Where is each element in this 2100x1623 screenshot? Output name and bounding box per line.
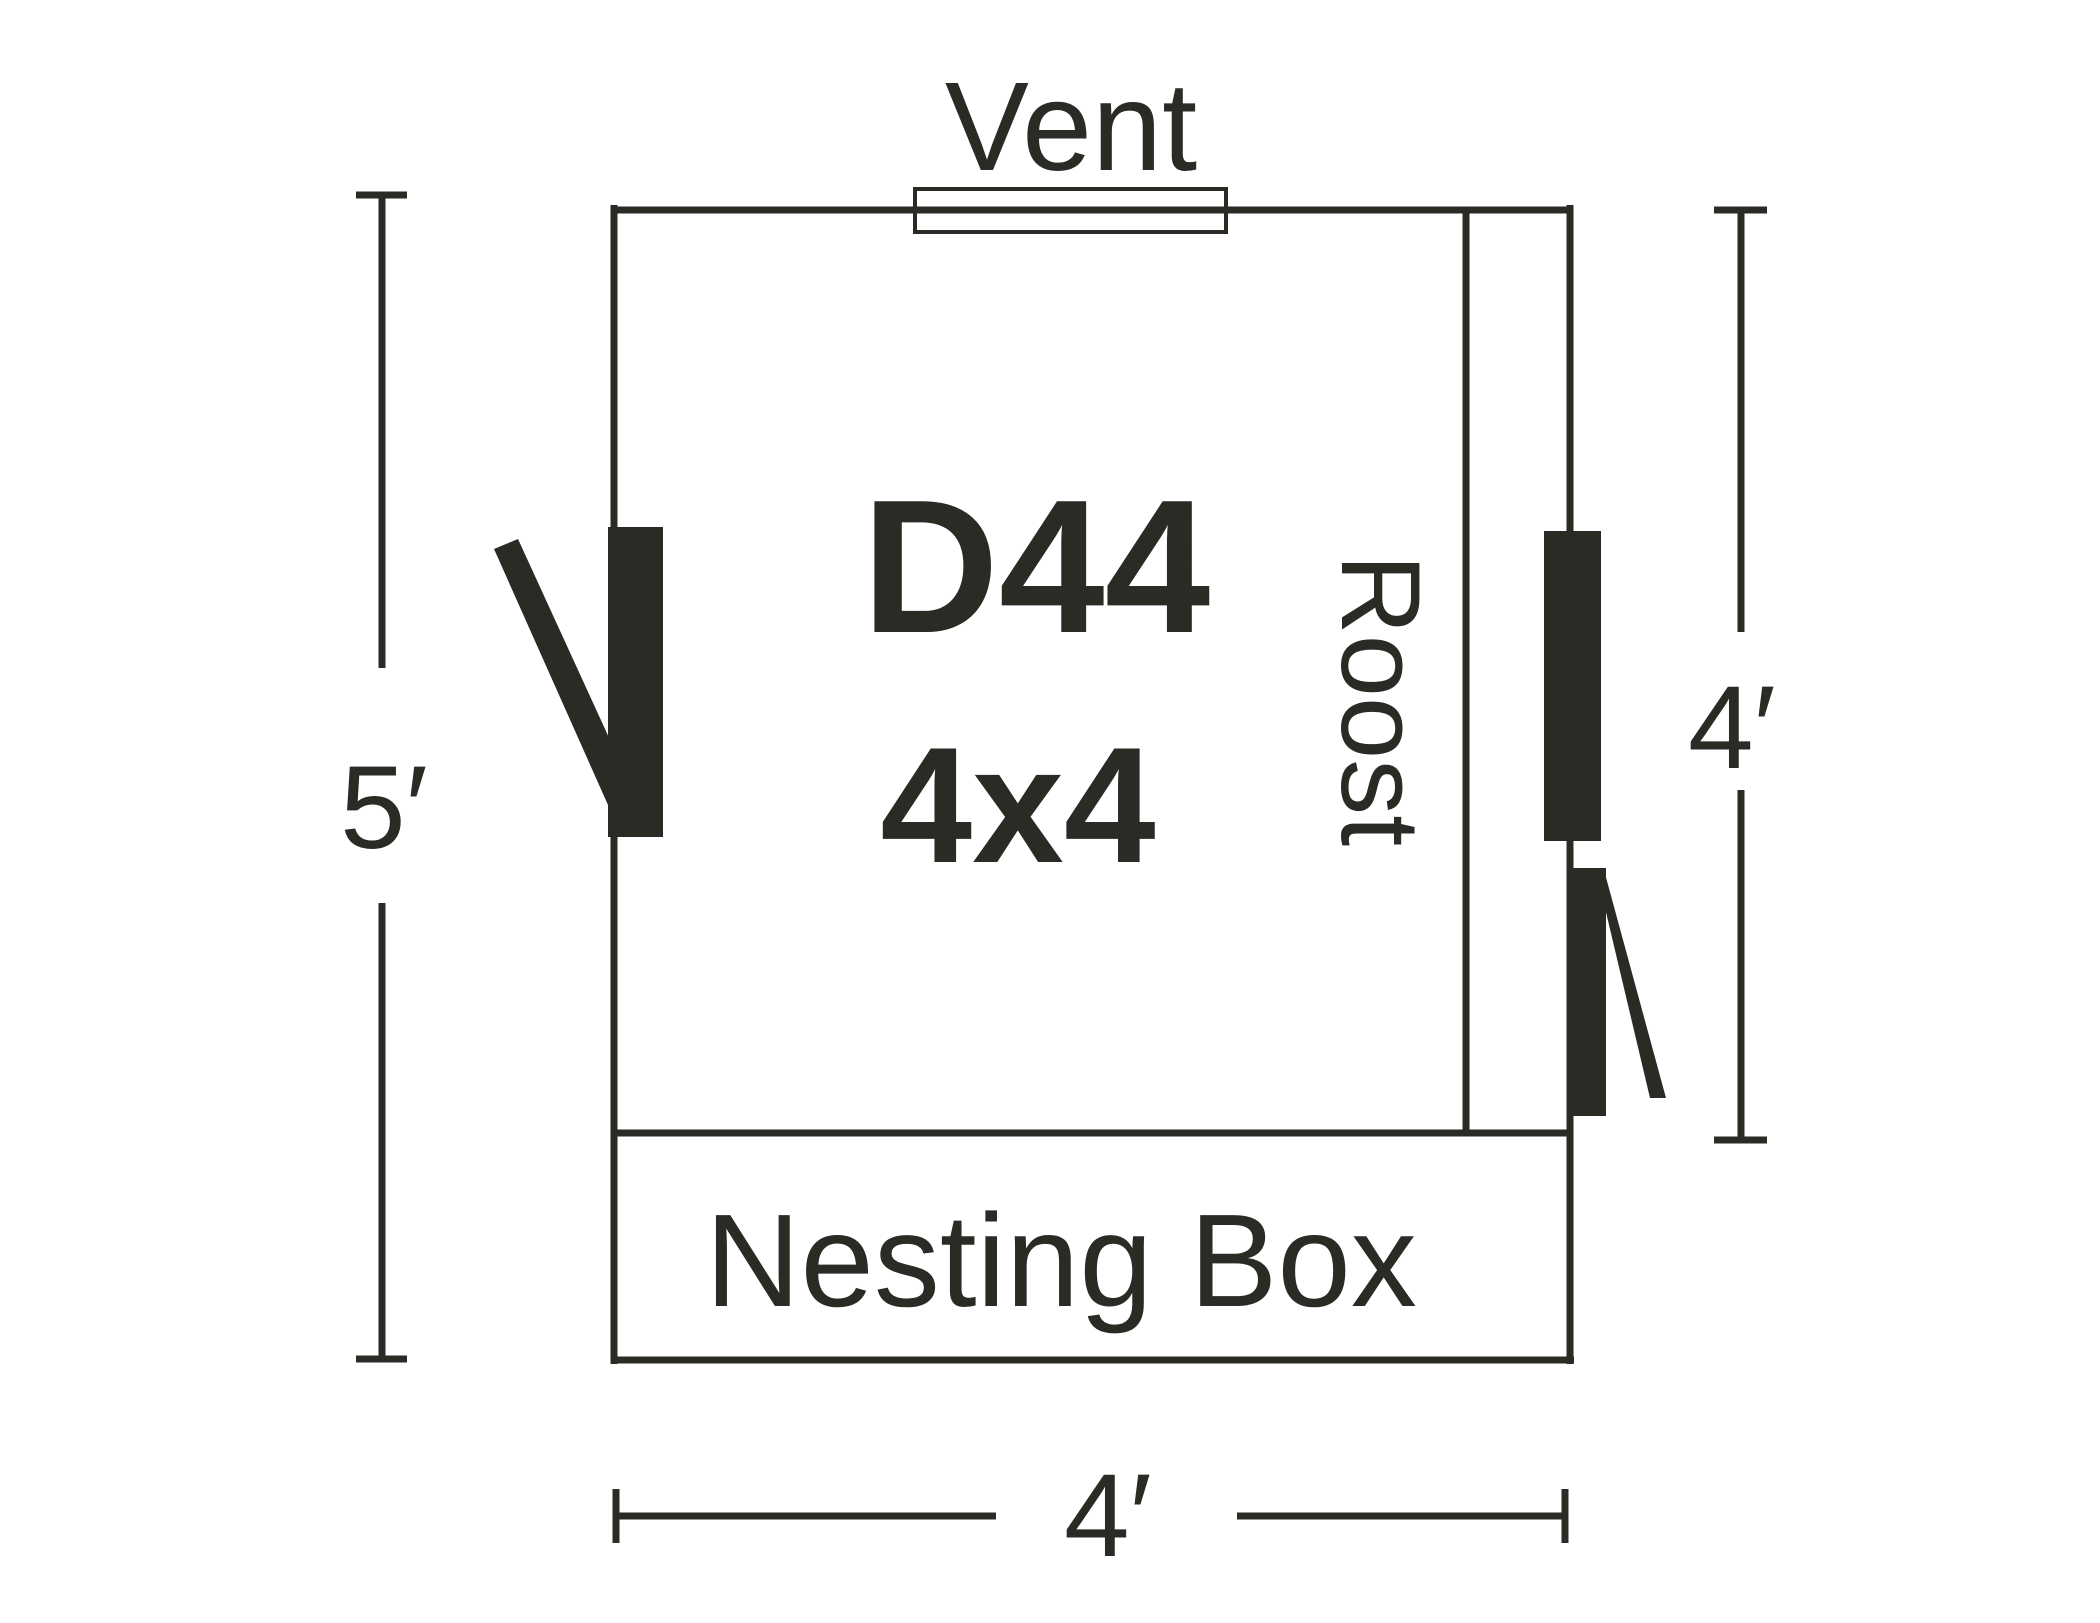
dimension-right-label: 4′	[1688, 662, 1776, 794]
dimension-right	[1714, 206, 1767, 1144]
nesting-box-label: Nesting Box	[705, 1187, 1417, 1334]
dimension-bottom-label: 4′	[1064, 1450, 1152, 1582]
roost-label: Roost	[1318, 554, 1443, 847]
size-label: 4x4	[880, 713, 1155, 897]
dimension-bottom	[612, 1489, 1569, 1543]
dimension-left-label: 5′	[340, 742, 428, 874]
left-door	[494, 527, 663, 837]
right-door	[1544, 531, 1666, 1116]
model-label: D44	[862, 461, 1211, 673]
dimension-left	[356, 191, 407, 1363]
vent-label: Vent	[945, 56, 1197, 197]
